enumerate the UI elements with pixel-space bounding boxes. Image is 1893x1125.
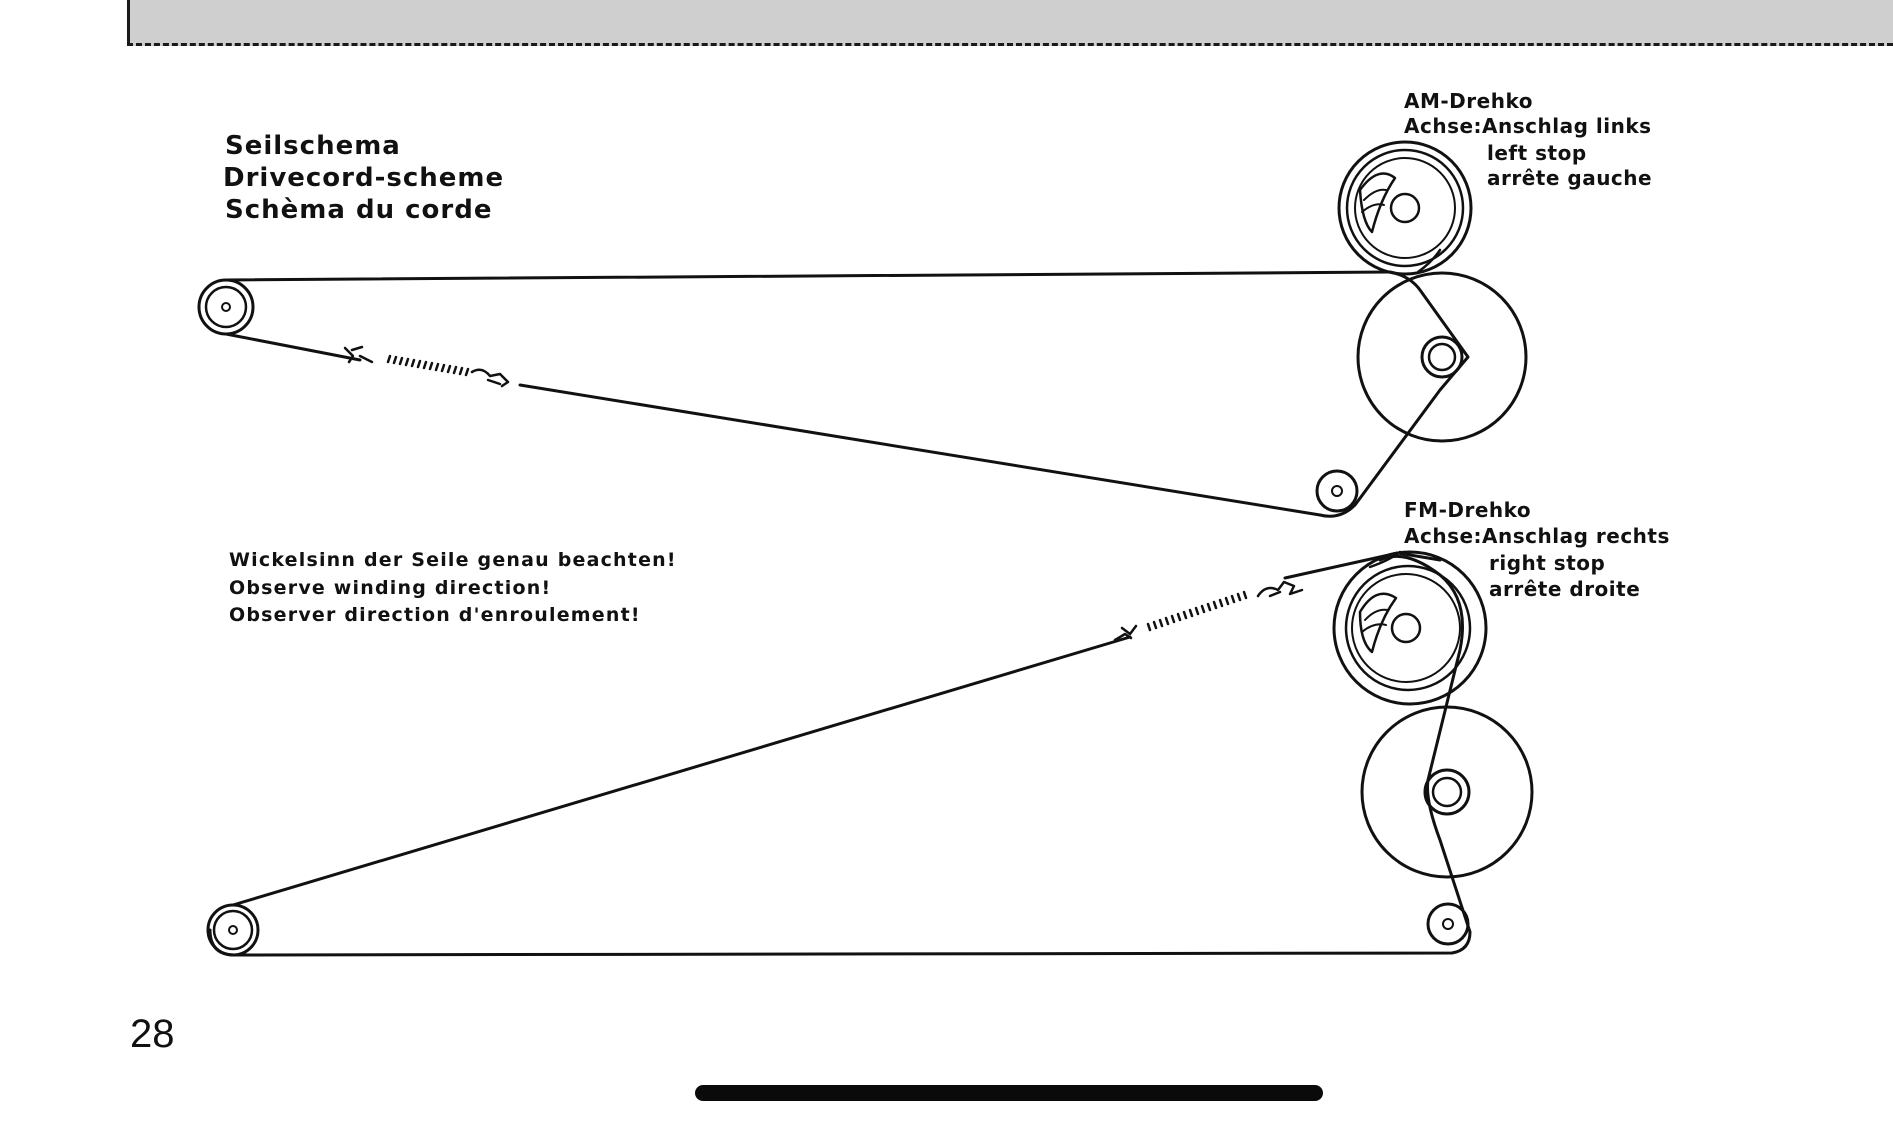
am-lower-pulley — [1315, 469, 1359, 513]
fm-tension-spring — [1113, 580, 1304, 642]
fm-stop-english: right stop — [1489, 551, 1606, 575]
am-tension-spring — [343, 345, 510, 388]
page-number: 28 — [130, 1012, 175, 1056]
am-cord-system — [197, 140, 1528, 518]
am-drive-wheel — [1356, 271, 1528, 443]
am-drive-cord — [224, 248, 1470, 518]
am-stop-english: left stop — [1487, 141, 1587, 165]
am-stop-french: arrête gauche — [1487, 166, 1653, 190]
home-indicator[interactable] — [695, 1085, 1323, 1101]
title-german: Seilschema — [225, 131, 401, 161]
am-axis-stop: Achse:Anschlag links — [1404, 114, 1652, 138]
note-english: Observe winding direction! — [229, 577, 552, 599]
fm-drive-wheel — [1360, 705, 1534, 879]
title-french: Schèma du corde — [225, 195, 493, 225]
fm-axis-stop: Achse:Anschlag rechts — [1404, 524, 1670, 548]
note-french: Observer direction d'enroulement! — [229, 604, 641, 626]
note-german: Wickelsinn der Seile genau beachten! — [229, 549, 677, 571]
fm-drive-cord — [208, 550, 1472, 957]
am-capacitor-drum — [1337, 140, 1473, 276]
am-capacitor-name: AM-Drehko — [1404, 89, 1533, 113]
title-english: Drivecord-scheme — [223, 163, 505, 193]
fm-capacitor-name: FM-Drehko — [1404, 498, 1532, 522]
fm-stop-french: arrête droite — [1489, 577, 1641, 601]
top-gray-band — [127, 0, 1893, 46]
fm-capacitor-drum — [1332, 550, 1488, 706]
fm-cord-system — [206, 550, 1534, 957]
am-left-pulley — [197, 278, 255, 336]
